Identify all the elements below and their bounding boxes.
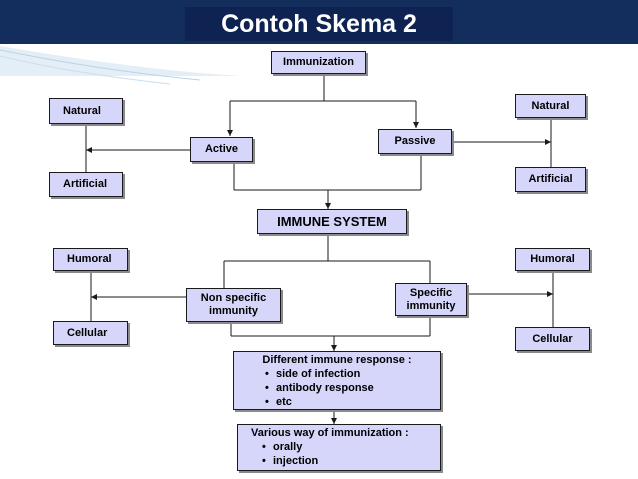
node-humoral-left: Humoral <box>53 248 128 271</box>
decorative-waves <box>0 46 240 85</box>
node-humoral-right: Humoral <box>515 248 590 271</box>
node-natural-right: Natural <box>515 94 586 118</box>
non-specific-line-1: Non specific <box>200 292 267 304</box>
way-item: orally <box>262 440 440 454</box>
node-active: Active <box>190 137 253 162</box>
way-box: Various way of immunization : orally inj… <box>237 424 441 471</box>
response-heading: Different immune response : <box>262 354 412 366</box>
node-non-specific-immunity: Non specific immunity <box>186 288 281 322</box>
node-artificial-left: Artificial <box>49 172 123 197</box>
node-specific-immunity: Specific immunity <box>395 283 467 316</box>
way-list: orally injection <box>238 440 440 468</box>
response-box: Different immune response : side of infe… <box>233 351 441 410</box>
node-cellular-left: Cellular <box>53 321 128 345</box>
way-heading: Various way of immunization : <box>251 427 409 439</box>
response-item: antibody response <box>265 381 440 395</box>
response-item: etc <box>265 395 440 409</box>
specific-line-2: immunity <box>406 299 456 312</box>
node-immune-system: IMMUNE SYSTEM <box>257 209 407 234</box>
response-item: side of infection <box>265 367 440 381</box>
node-immunization: Immunization <box>271 51 366 74</box>
non-specific-label: Non specific immunity <box>201 292 266 318</box>
wave-line-2 <box>0 55 171 85</box>
specific-line-1: Specific <box>409 286 453 299</box>
slide-title: Contoh Skema 2 <box>185 7 453 41</box>
non-specific-line-2: immunity <box>209 305 258 317</box>
specific-label: Specific immunity <box>407 287 456 313</box>
node-artificial-right: Artificial <box>515 167 586 192</box>
response-list: side of infection antibody response etc <box>234 367 440 409</box>
way-item: injection <box>262 454 440 468</box>
node-natural-left: Natural <box>49 98 123 124</box>
wave-line-1 <box>0 49 201 81</box>
node-cellular-right: Cellular <box>515 327 590 351</box>
node-passive: Passive <box>378 129 452 154</box>
